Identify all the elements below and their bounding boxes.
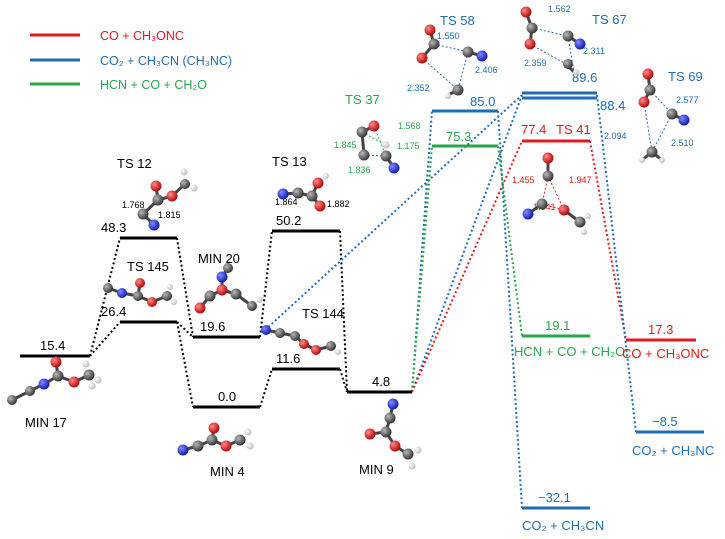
- label-ts58: TS 58: [440, 13, 475, 28]
- dist-ts58-2: 2.406: [475, 65, 498, 75]
- molecule-ts37: [356, 120, 400, 174]
- label-ts13: TS 13: [272, 154, 307, 169]
- value-p-co2-ch3cn: −32.1: [538, 490, 571, 505]
- species-labels: MIN 17 TS 12 TS 145 MIN 20 MIN 4 TS 13 T…: [25, 12, 714, 533]
- dist-ts37-4: 1.175: [397, 141, 420, 151]
- label-ts69: TS 69: [668, 69, 703, 84]
- dist-ts67-2: 2.311: [583, 46, 605, 56]
- legend: CO + CH₃ONC CO₂ + CH₃CN (CH₃NC) HCN + CO…: [30, 29, 232, 92]
- dist-ts41-2: 1.947: [569, 175, 592, 185]
- label-ts145: TS 145: [127, 259, 169, 274]
- label-ts144: TS 144: [302, 306, 344, 321]
- value-ts12: 48.3: [101, 220, 126, 235]
- label-min4: MIN 4: [210, 464, 245, 479]
- molecule-ts69: [638, 68, 690, 163]
- molecule-min9: [364, 398, 422, 470]
- value-p-co-ch3onc: 17.3: [648, 322, 673, 337]
- dist-ts13-2: 1.882: [327, 199, 350, 209]
- molecule-min17: [7, 356, 102, 405]
- dist-ts69-1: 2.577: [676, 95, 699, 105]
- label-min20: MIN 20: [198, 251, 240, 266]
- molecule-min4: [177, 422, 254, 456]
- molecule-ts58: [416, 24, 488, 99]
- label-p-co-ch3onc: CO + CH₃ONC: [622, 346, 709, 361]
- black-connectors: [89, 230, 348, 408]
- dist-ts12-1: 1.768: [122, 200, 145, 210]
- value-p-hcn: 19.1: [545, 318, 570, 333]
- dist-ts58-3: 2.352: [407, 83, 430, 93]
- dist-ts12-2: 1.815: [158, 210, 181, 220]
- molecule-min20: [194, 263, 263, 314]
- label-p-hcn: HCN + CO + CH₂O: [514, 344, 625, 359]
- value-min17: 15.4: [40, 338, 65, 353]
- energy-values: 15.4 48.3 26.4 19.6 0.0 50.2 11.6 4.8 85…: [40, 70, 678, 505]
- dist-ts67-1: 1.562: [548, 4, 571, 14]
- molecule-ts41: [522, 152, 591, 235]
- value-ts37: 75.3: [446, 129, 471, 144]
- dist-ts37-1: 1.845: [334, 140, 357, 150]
- label-min17: MIN 17: [25, 415, 67, 430]
- value-ts13: 50.2: [276, 213, 301, 228]
- label-ts41: TS 41: [556, 122, 591, 137]
- colored-connectors: [264, 94, 637, 509]
- dist-ts37-2: 1.568: [398, 121, 421, 131]
- value-ts41: 77.4: [521, 122, 546, 137]
- value-ts145: 26.4: [101, 304, 126, 319]
- dist-ts67-3: 2.359: [524, 58, 547, 68]
- dist-ts37-3: 1.836: [348, 165, 371, 175]
- label-min9: MIN 9: [359, 462, 394, 477]
- legend-item-hcn-co-ch2o: HCN + CO + CH₂O: [100, 78, 207, 92]
- value-min9: 4.8: [372, 374, 390, 389]
- value-ts144: 11.6: [276, 351, 300, 366]
- label-p-co2-ch3nc: CO₂ + CH₃NC: [632, 443, 714, 458]
- dist-ts58-1: 1.550: [437, 31, 460, 41]
- label-ts37: TS 37: [345, 92, 380, 107]
- molecule-ts13: [277, 173, 329, 212]
- level-bars: [20, 91, 704, 510]
- label-p-co2-ch3cn: CO₂ + CH₃CN: [522, 518, 604, 533]
- dist-ts41-1: 1.455: [512, 175, 535, 185]
- dist-ts69-2: 2.094: [604, 131, 627, 141]
- value-min20: 19.6: [200, 319, 225, 334]
- legend-item-co2-ch3cn: CO₂ + CH₃CN (CH₃NC): [100, 54, 232, 68]
- molecule-ts144: [261, 325, 341, 355]
- label-ts12: TS 12: [117, 156, 152, 171]
- value-min4: 0.0: [218, 389, 236, 404]
- label-ts67: TS 67: [592, 12, 627, 27]
- dist-ts69-3: 2.510: [671, 138, 694, 148]
- molecule-ts12: [137, 168, 198, 231]
- value-p-co2-ch3nc: −8.5: [652, 414, 678, 429]
- legend-item-co-ch3onc: CO + CH₃ONC: [100, 29, 184, 43]
- value-ts69: 88.4: [600, 98, 625, 113]
- molecule-ts145: [103, 278, 177, 307]
- dist-ts13-1: 1.864: [275, 197, 298, 207]
- value-ts58: 85.0: [470, 94, 495, 109]
- molecule-ts67: [520, 6, 586, 75]
